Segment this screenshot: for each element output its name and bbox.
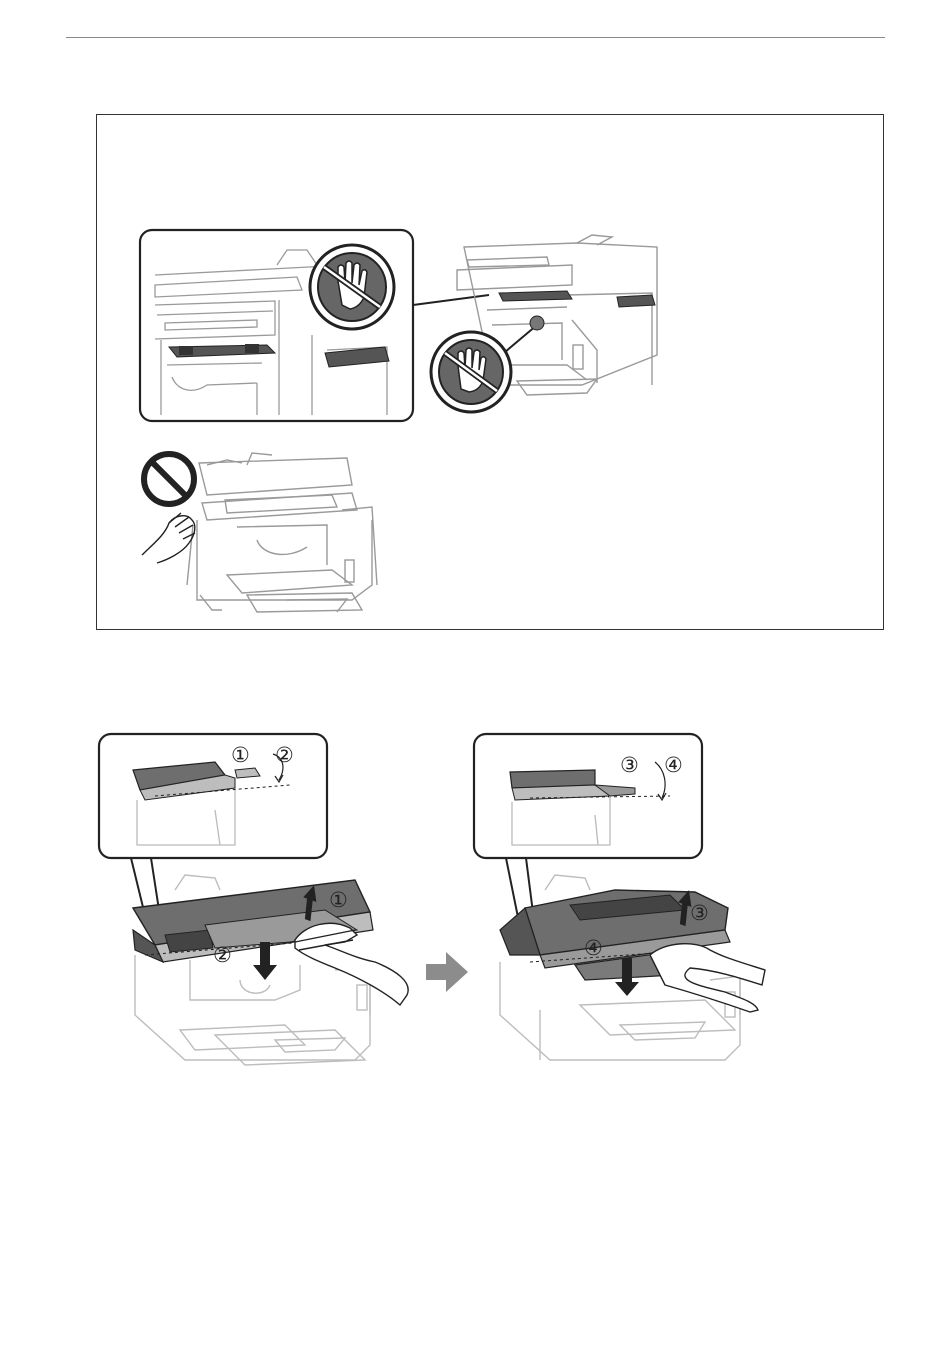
arrow-label-1: ① (329, 888, 348, 912)
caution-illustration-box (96, 114, 884, 630)
step-figure-right: ③ ④ (470, 730, 810, 1080)
no-touch-hand-icon (310, 245, 394, 329)
step-figure-left: ① ② (95, 730, 425, 1080)
hinge-callout: ① ② (99, 734, 327, 858)
callout-label-1: ① (231, 743, 250, 767)
callout-label-2: ② (275, 743, 294, 767)
callout-label-4: ④ (664, 753, 683, 777)
callout-label-3: ③ (620, 753, 639, 777)
prohibited-icon (144, 454, 194, 504)
arrow-label-2: ② (213, 943, 232, 967)
arrow-label-4: ④ (584, 936, 603, 960)
next-arrow-icon (424, 950, 472, 994)
hand-outline (142, 513, 195, 563)
header-rule (66, 37, 885, 38)
hand (295, 923, 408, 1005)
no-touch-hand-icon (431, 332, 511, 412)
hinge-callout: ③ ④ (474, 734, 702, 858)
caution-illustration (97, 115, 885, 631)
arrow-label-3: ③ (690, 901, 709, 925)
printer-open-hand-view (187, 453, 377, 612)
